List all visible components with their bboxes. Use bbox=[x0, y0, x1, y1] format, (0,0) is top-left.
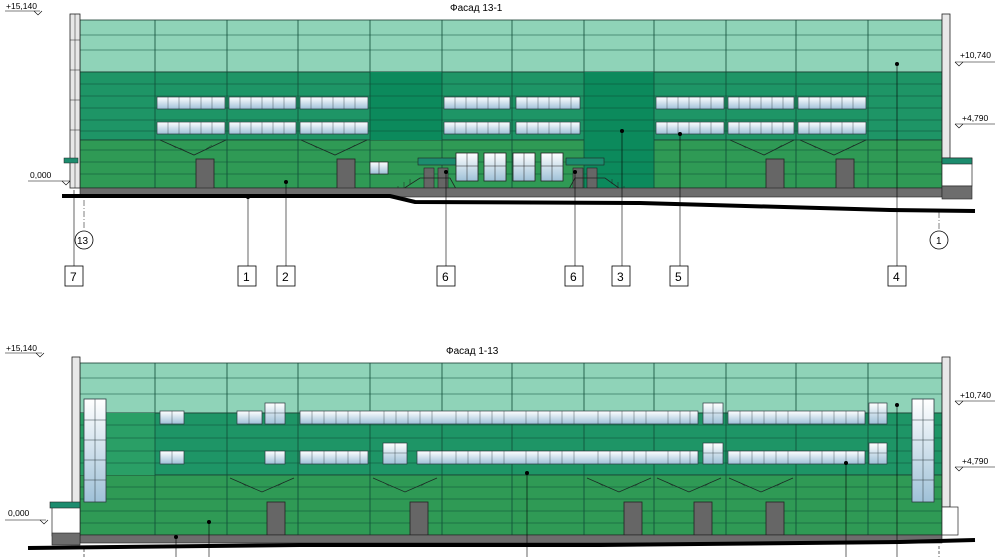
facade-title: Фасад 13-1 bbox=[450, 3, 503, 14]
axis-label-left: 13 bbox=[77, 236, 89, 247]
axis-marker-left: 13 bbox=[74, 200, 94, 250]
callout-label: 1 bbox=[243, 270, 250, 284]
level-label-zero: 0,000 bbox=[30, 170, 52, 180]
annex-base bbox=[941, 185, 973, 200]
axis-marker-right: 1 bbox=[929, 212, 949, 250]
level-mark-upper: +10,740 bbox=[954, 50, 995, 67]
stair-window-mullions bbox=[84, 399, 934, 502]
annex-roof bbox=[49, 501, 81, 509]
upper-cladding bbox=[79, 19, 943, 73]
central-entrance bbox=[369, 152, 631, 197]
callout-label: 2 bbox=[282, 270, 289, 284]
callout-label: 4 bbox=[893, 270, 900, 284]
gate-doors bbox=[195, 158, 855, 196]
lower-cladding bbox=[79, 139, 943, 189]
bay-lines bbox=[154, 363, 869, 535]
level-mark-zero: 0,000 bbox=[28, 170, 71, 186]
gate-doors bbox=[266, 501, 785, 536]
ribbon-windows bbox=[156, 96, 867, 135]
window-mullions bbox=[167, 97, 854, 134]
level-label-lower: +4,790 bbox=[962, 456, 989, 466]
right-stair-tower bbox=[941, 356, 951, 508]
level-mark-upper: +10,740 bbox=[954, 390, 995, 406]
canopy-hatch bbox=[169, 143, 855, 151]
right-stair-tower bbox=[941, 13, 951, 159]
facade-13-1: +15,140 0,000 +10,740 +4,790 Фасад 13-1 … bbox=[5, 1, 995, 287]
callout-leaders bbox=[83, 405, 940, 557]
ground-line bbox=[27, 538, 976, 550]
callout-leaders bbox=[73, 64, 898, 266]
window-mullions bbox=[171, 403, 887, 464]
callout-label: 3 bbox=[617, 270, 624, 284]
level-label-upper: +10,740 bbox=[960, 50, 991, 60]
level-mark-lower: +4,790 bbox=[954, 113, 995, 129]
upper-cladding bbox=[79, 362, 943, 414]
callout-label: 5 bbox=[675, 270, 682, 284]
facade-1-13: +15,140 0,000 +10,740 +4,790 Фасад 1-13 bbox=[5, 343, 995, 557]
level-label-top: +15,140 bbox=[6, 343, 37, 353]
level-mark-top: +15,140 bbox=[5, 343, 45, 358]
level-label-upper: +10,740 bbox=[960, 390, 991, 400]
level-mark-top: +15,140 bbox=[5, 1, 43, 16]
level-mark-zero: 0,000 bbox=[5, 508, 49, 525]
callout-boxes bbox=[64, 265, 907, 287]
level-label-lower: +4,790 bbox=[962, 113, 989, 123]
canopy-hatch bbox=[239, 481, 784, 487]
right-annex bbox=[941, 506, 959, 536]
left-annex bbox=[51, 505, 81, 537]
level-label-zero: 0,000 bbox=[8, 508, 30, 518]
dark-panel-section bbox=[370, 72, 442, 140]
callout-dots bbox=[174, 403, 899, 539]
facade-title: Фасад 1-13 bbox=[446, 346, 499, 357]
annex-base bbox=[51, 532, 81, 546]
annex-roof bbox=[941, 157, 973, 165]
left-entrance-canopy bbox=[63, 157, 79, 164]
ground-line bbox=[62, 194, 976, 213]
level-label-top: +15,140 bbox=[6, 1, 37, 11]
axis-label-right: 1 bbox=[936, 236, 942, 247]
callout-label: 6 bbox=[442, 270, 449, 284]
callout-label: 6 bbox=[570, 270, 577, 284]
bay-lines bbox=[154, 20, 869, 188]
callout-dots bbox=[246, 62, 899, 199]
level-mark-lower: +4,790 bbox=[954, 456, 995, 472]
callout-label: 7 bbox=[70, 270, 77, 284]
